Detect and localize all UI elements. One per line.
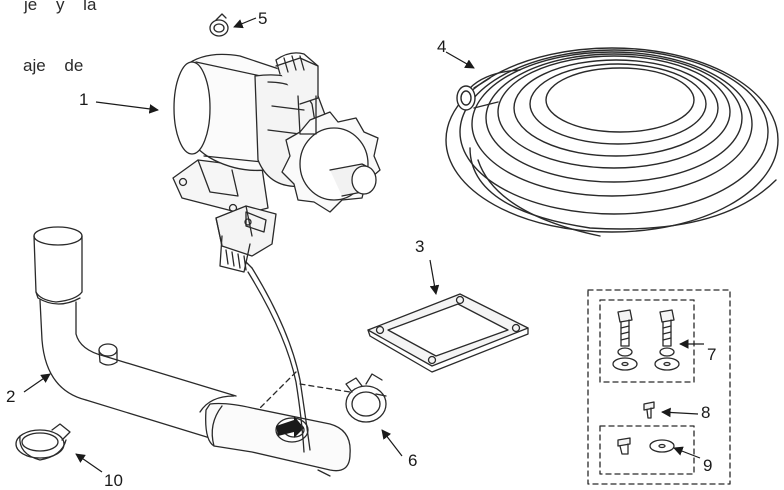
callout-1: 1 [79,90,89,109]
callout-2: 2 [6,387,16,406]
text-fragment-2: aje de [23,56,84,75]
callout-8: 8 [701,403,711,422]
callout-10: 10 [104,471,123,490]
callout-3: 3 [415,237,425,256]
gasket [367,293,529,373]
callout-9: 9 [703,456,713,475]
callout-6: 6 [408,451,418,470]
pump-motor [172,52,381,215]
hose-clamp [345,373,387,423]
spare-hose-clamp [15,423,71,461]
small-hose-clamp [209,13,229,37]
wire-connector [215,205,311,453]
hardware-kit [587,289,731,485]
hose-coil [445,47,779,237]
callout-7: 7 [707,345,717,364]
callout-5: 5 [258,9,268,28]
exhaust-elbow [33,226,351,477]
callout-4: 4 [437,37,447,56]
text-fragment-1: je y la [24,0,97,14]
